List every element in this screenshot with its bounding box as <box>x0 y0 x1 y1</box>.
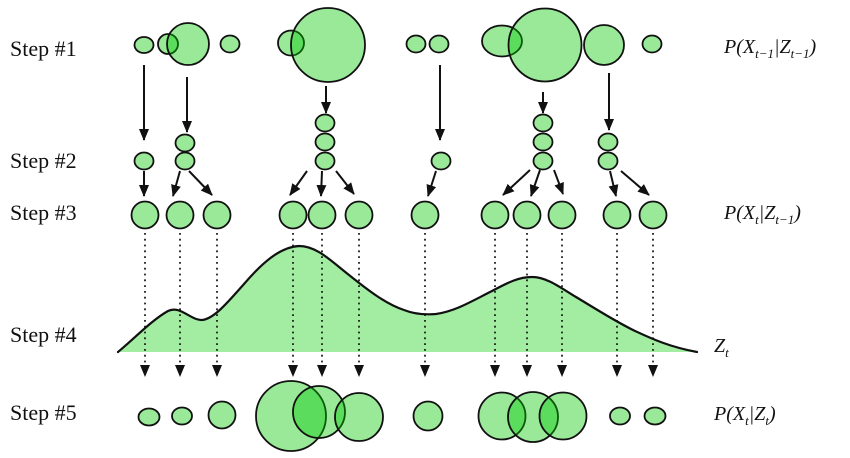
step-1-label: Step #1 <box>10 36 77 61</box>
particle <box>480 200 510 230</box>
particle <box>307 200 337 230</box>
drift-arrows <box>139 169 650 197</box>
particle <box>290 7 366 83</box>
resample-arrows <box>139 65 614 141</box>
drift-arrow <box>171 170 181 197</box>
particle <box>512 200 542 230</box>
particle <box>609 406 631 426</box>
particle <box>405 34 427 54</box>
particle <box>292 385 346 439</box>
measurement-density-curve <box>116 244 699 354</box>
step3-particles <box>130 200 668 230</box>
drift-arrow <box>620 170 650 196</box>
particle <box>597 132 619 152</box>
particle <box>334 392 384 442</box>
particle <box>207 400 237 430</box>
particle <box>430 151 452 171</box>
particle <box>166 22 210 66</box>
particle <box>202 200 232 230</box>
particle <box>532 132 554 152</box>
posterior-label: P(Xt|Zt) <box>714 403 776 428</box>
drift-arrow <box>316 170 327 197</box>
particle <box>314 132 336 152</box>
particle <box>137 407 161 427</box>
particle <box>481 24 523 58</box>
particle <box>643 406 667 426</box>
measure-arrows <box>140 233 658 377</box>
particle <box>410 200 440 230</box>
measurement-density-fill <box>118 246 697 352</box>
particle <box>547 200 577 230</box>
measurement-label: Zt <box>714 335 729 360</box>
particle <box>477 391 527 441</box>
step-3-label: Step #3 <box>10 200 77 225</box>
particle <box>165 200 195 230</box>
particle <box>174 133 196 153</box>
drift-arrow <box>553 169 564 195</box>
particle <box>532 151 554 171</box>
particle <box>157 33 179 55</box>
step-4-label: Step #4 <box>10 322 77 347</box>
drift-arrow <box>502 169 531 196</box>
step2-particles <box>133 113 619 171</box>
particle <box>412 400 444 432</box>
step-5-label: Step #5 <box>10 400 77 425</box>
particle <box>133 36 155 54</box>
particle <box>130 200 160 230</box>
particle <box>638 200 668 230</box>
particle <box>507 7 583 83</box>
particle <box>597 151 619 171</box>
particle <box>174 151 196 171</box>
particle <box>314 113 336 133</box>
drift-arrow <box>188 170 213 196</box>
particle <box>219 34 241 54</box>
particle <box>255 380 327 452</box>
particle <box>278 200 308 230</box>
step1-particles <box>133 7 663 83</box>
particle <box>507 391 559 443</box>
particle <box>602 200 632 230</box>
particle <box>344 200 374 230</box>
drift-arrow <box>289 170 308 196</box>
step5-particles <box>137 380 667 452</box>
particle <box>133 151 155 171</box>
posterior-previous-label: P(Xt−1|Zt−1) <box>724 36 817 61</box>
particle <box>171 406 193 426</box>
particle <box>641 34 663 54</box>
drift-arrow <box>608 170 619 197</box>
particle <box>583 24 625 66</box>
prior-label: P(Xt|Zt−1) <box>724 202 801 227</box>
particle <box>428 34 450 54</box>
drift-arrow <box>529 169 541 197</box>
particle <box>532 113 554 133</box>
particle <box>314 151 336 171</box>
drift-arrow <box>335 170 355 195</box>
step-2-label: Step #2 <box>10 148 77 173</box>
particle <box>538 391 588 441</box>
drift-arrow <box>426 170 437 197</box>
